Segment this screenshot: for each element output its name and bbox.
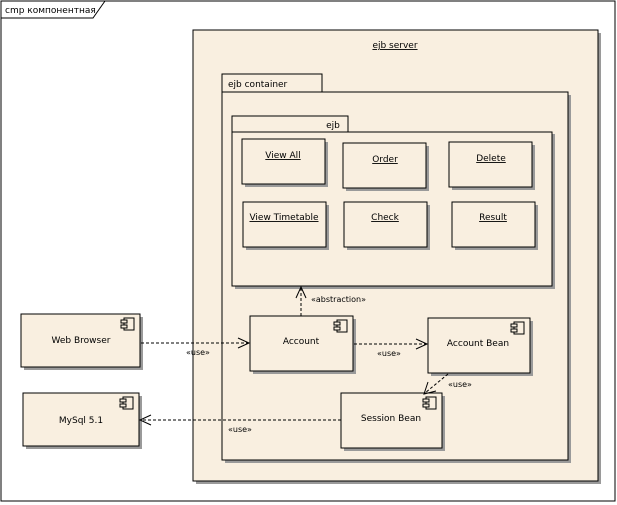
component-label: Session Bean bbox=[361, 414, 421, 424]
component-label: Account Bean bbox=[447, 339, 509, 349]
relation-bean-session[interactable]: «use» bbox=[423, 373, 472, 395]
form-label: Result bbox=[479, 213, 507, 223]
form-label: View Timetable bbox=[249, 213, 319, 223]
relation-label: «abstraction» bbox=[311, 295, 366, 304]
ejb-server-label: ejb server bbox=[372, 41, 417, 51]
relation-label: «use» bbox=[186, 348, 210, 357]
component-session-bean[interactable]: Session Bean bbox=[340, 392, 445, 451]
component-icon bbox=[333, 319, 348, 333]
frame-tab bbox=[1, 0, 106, 19]
component-icon bbox=[510, 321, 525, 335]
relation-label: «use» bbox=[448, 380, 472, 389]
form-label: View All bbox=[265, 151, 300, 161]
form-label: Delete bbox=[476, 154, 506, 164]
form-delete[interactable]: Delete bbox=[448, 141, 535, 190]
component-account[interactable]: Account bbox=[249, 315, 356, 374]
component-label: Web Browser bbox=[52, 336, 111, 346]
component-mysql[interactable]: MySql 5.1 bbox=[22, 392, 142, 449]
component-web-browser[interactable]: Web Browser bbox=[20, 313, 143, 370]
component-label: Account bbox=[283, 337, 320, 347]
frame-title: cmp компонентная bbox=[5, 6, 96, 16]
component-label: MySql 5.1 bbox=[59, 416, 103, 426]
component-icon bbox=[119, 396, 134, 410]
form-check[interactable]: Check bbox=[343, 201, 430, 250]
component-icon bbox=[422, 396, 437, 410]
relation-account-bean[interactable]: «use» bbox=[354, 338, 429, 358]
form-result[interactable]: Result bbox=[451, 201, 538, 250]
form-view-timetable[interactable]: View Timetable bbox=[242, 201, 329, 250]
form-view-all[interactable]: View All bbox=[241, 138, 328, 187]
ejb-container-label: ejb container bbox=[228, 80, 288, 90]
relation-label: «use» bbox=[377, 349, 401, 358]
component-account-bean[interactable]: Account Bean bbox=[427, 317, 533, 376]
form-order[interactable]: Order bbox=[342, 142, 429, 191]
form-label: Order bbox=[372, 155, 398, 165]
component-icon bbox=[120, 317, 135, 331]
relation-label: «use» bbox=[228, 425, 252, 434]
relation-session-mysql[interactable]: «use» bbox=[138, 414, 341, 434]
form-label: Check bbox=[371, 213, 399, 223]
relation-browser-account[interactable]: «use» bbox=[141, 337, 251, 357]
relation-abstraction[interactable]: «abstraction» bbox=[295, 285, 366, 316]
ejb-label: ejb bbox=[326, 121, 340, 131]
